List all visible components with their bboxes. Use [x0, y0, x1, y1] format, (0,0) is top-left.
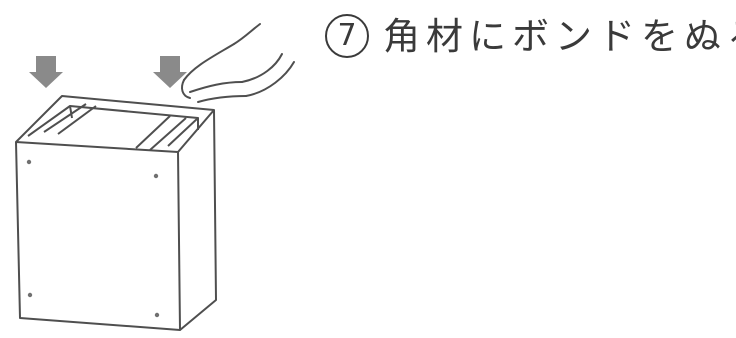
right-down-arrow-icon [153, 56, 187, 88]
step-title: 7 角材にボンドをぬる [325, 14, 736, 58]
box-drawing [15, 95, 217, 331]
step-instruction: 角材にボンドをぬる [383, 14, 736, 58]
screw-holes [26, 159, 160, 318]
left-down-arrow-icon [29, 56, 63, 88]
step-number-badge: 7 [325, 14, 369, 58]
hand-drawing [181, 23, 295, 103]
